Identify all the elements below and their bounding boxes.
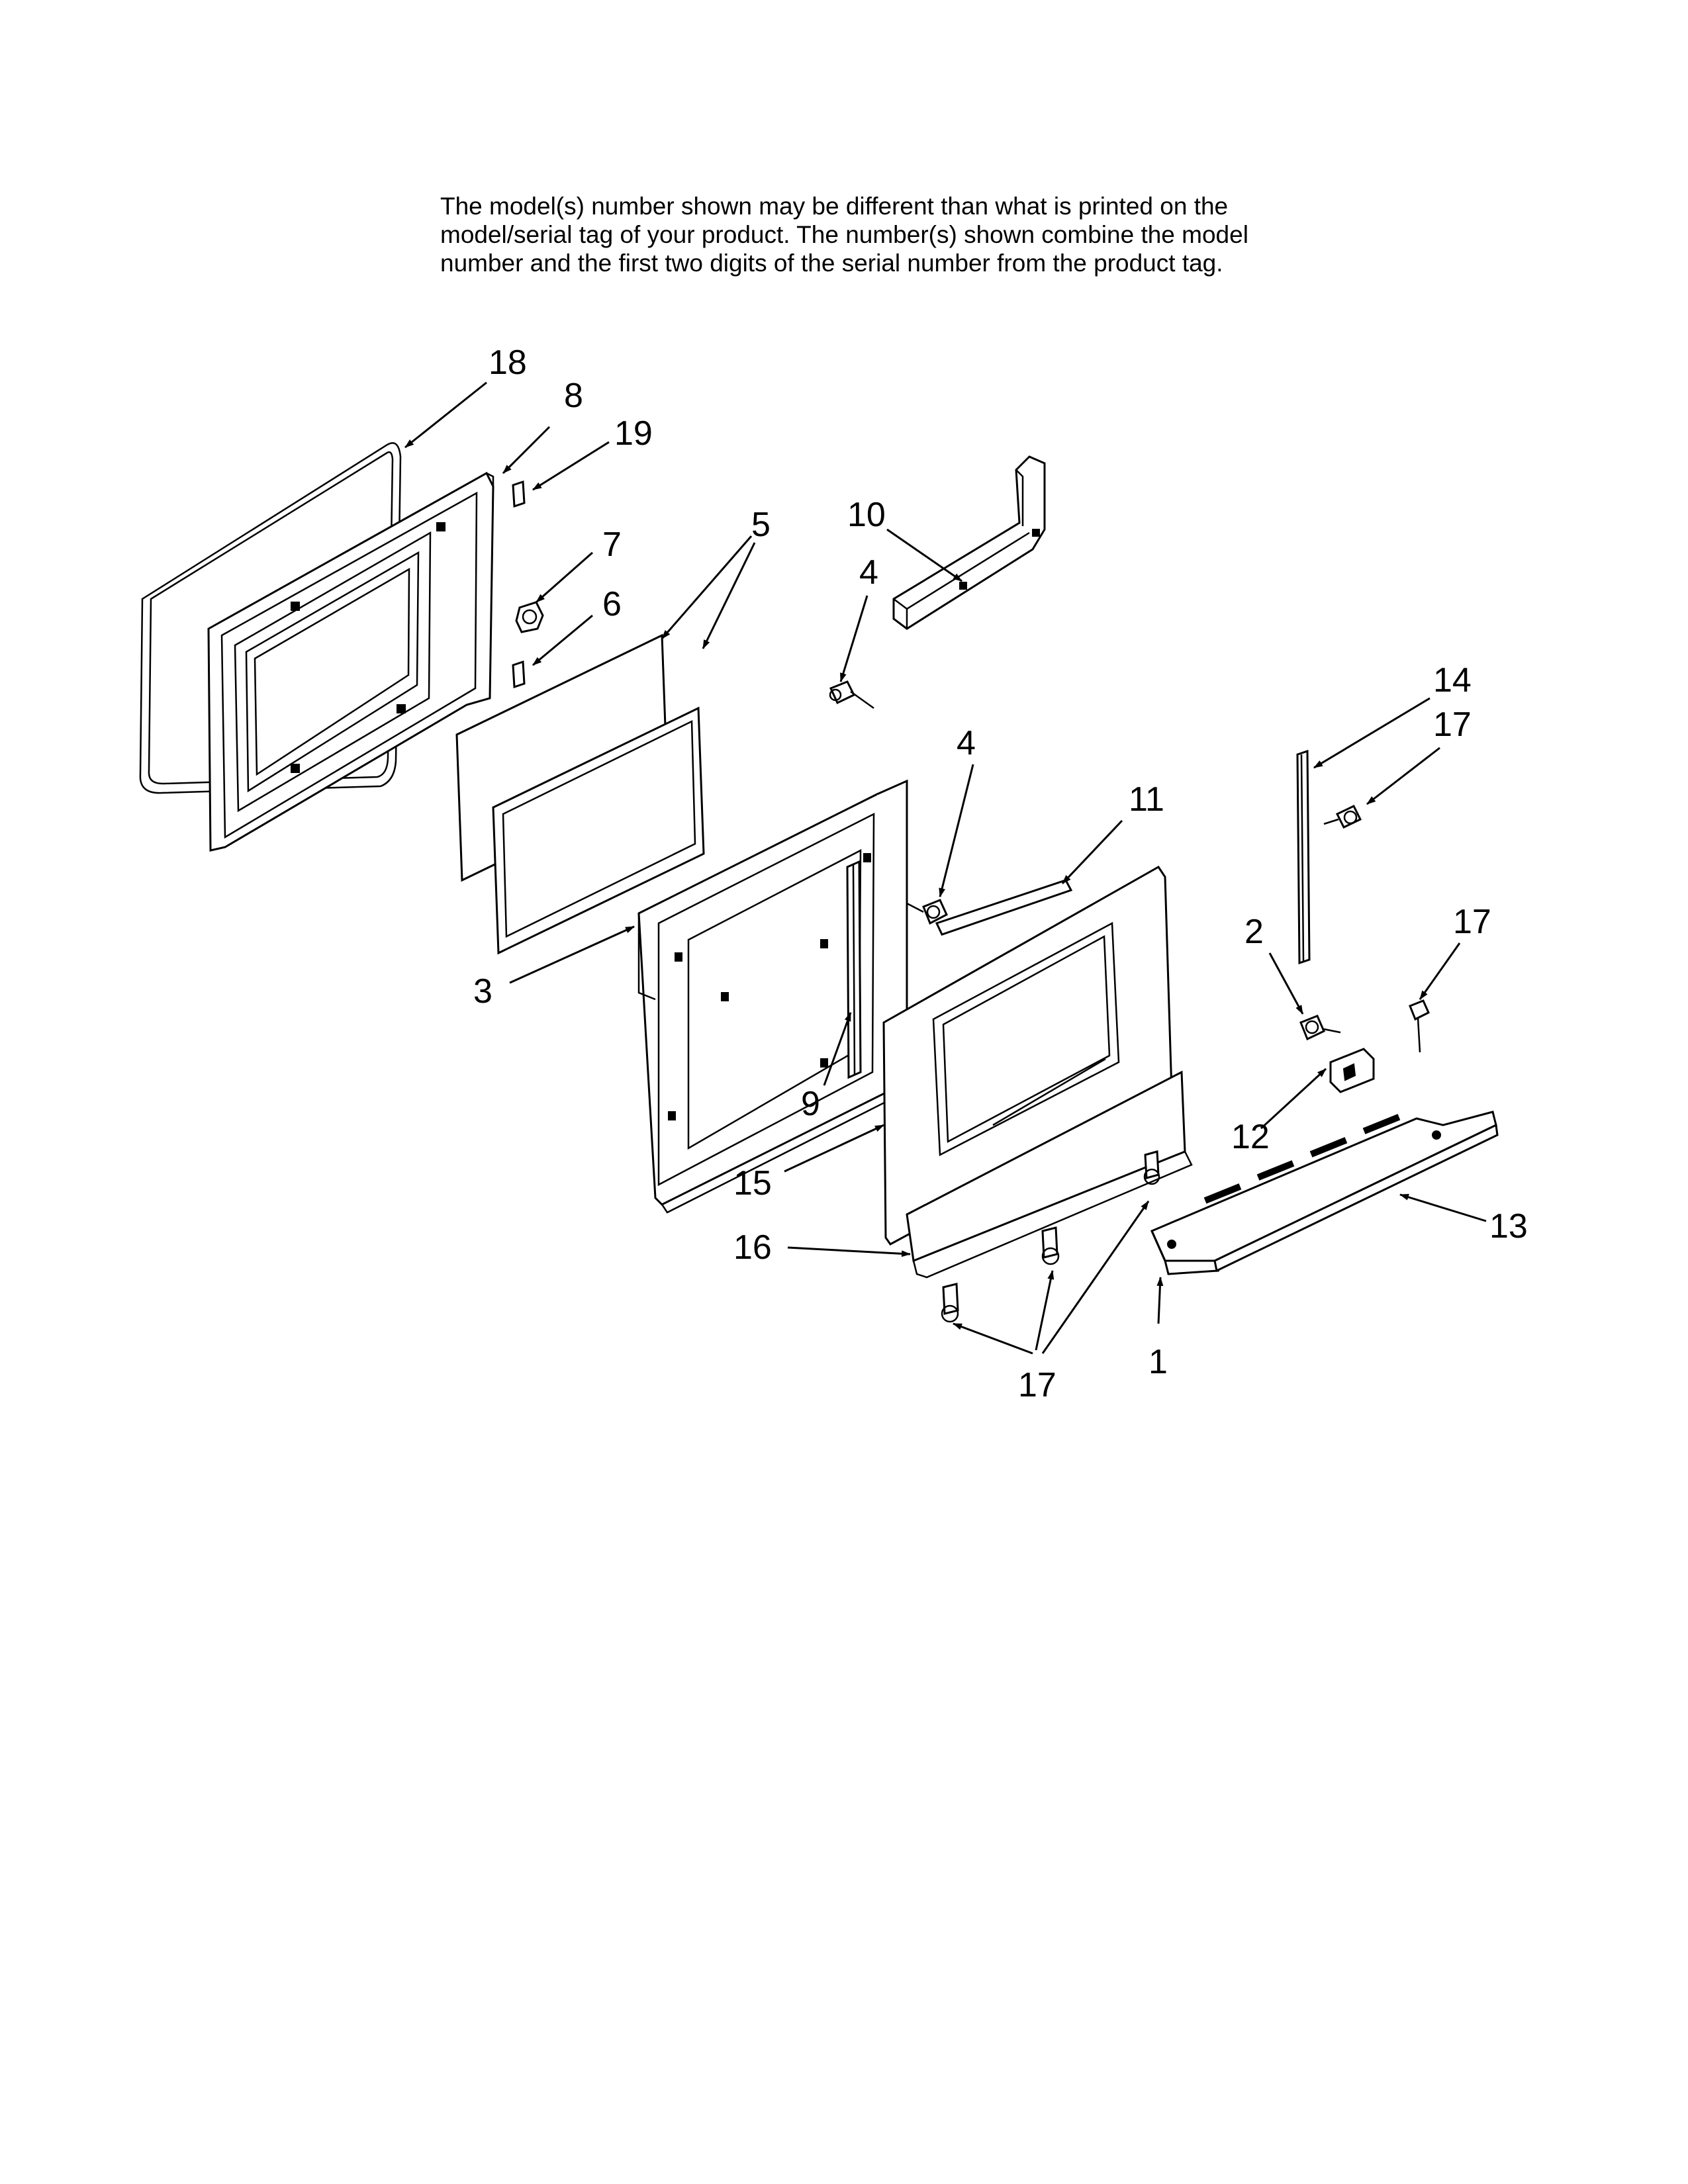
part-17-screws	[941, 805, 1430, 1323]
part-5-window-glass	[455, 633, 705, 955]
callout-6: 6	[602, 585, 622, 623]
note-line-3: number and the first two digits of the s…	[440, 250, 1223, 277]
part-8-inner-door-liner	[207, 471, 494, 852]
callout-3: 3	[473, 972, 492, 1011]
leader-lines	[404, 381, 1487, 1355]
part-11-insulation-strip	[935, 879, 1073, 936]
part-3-door-frame	[637, 779, 908, 1214]
callout-14: 14	[1433, 661, 1472, 700]
model-number-note: The model(s) number shown may be differe…	[440, 192, 1433, 277]
part-4-screw-upper	[829, 680, 874, 709]
callout-15: 15	[733, 1164, 772, 1203]
callout-17-bottom: 17	[1018, 1366, 1056, 1404]
callout-17-right: 17	[1453, 903, 1491, 941]
callout-8: 8	[564, 377, 583, 415]
callout-19: 19	[614, 414, 653, 453]
part-18-door-gasket	[139, 442, 402, 794]
note-line-1: The model(s) number shown may be differe…	[440, 193, 1229, 220]
part-6-clip	[512, 660, 526, 689]
part-2-hinge-screw	[1299, 1015, 1341, 1041]
callout-9: 9	[801, 1085, 820, 1123]
callout-4-upper: 4	[859, 553, 878, 592]
callout-1: 1	[1149, 1343, 1168, 1381]
part-19-clip	[512, 480, 526, 508]
note-line-2: model/serial tag of your product. The nu…	[440, 221, 1248, 248]
part-9-side-trim	[846, 860, 862, 1079]
part-4-screw-lower	[906, 899, 948, 925]
callout-10: 10	[847, 496, 886, 534]
callout-11: 11	[1129, 780, 1164, 819]
part-13-vent-channel	[1150, 1111, 1499, 1275]
callout-16: 16	[733, 1228, 772, 1267]
part-7-bumper	[515, 601, 544, 633]
callout-17-upper: 17	[1433, 705, 1472, 744]
callout-2: 2	[1244, 913, 1264, 951]
callout-5: 5	[751, 506, 771, 544]
callout-numbers: 18 8 19 7 6 5 10 4 4 14 17 11 2 17 3 9 1…	[473, 343, 1528, 1404]
callout-13: 13	[1489, 1207, 1528, 1246]
callout-18: 18	[489, 343, 527, 382]
callout-12: 12	[1231, 1118, 1270, 1156]
callout-4-lower: 4	[957, 724, 976, 762]
part-14-side-bracket	[1296, 749, 1311, 965]
part-12-hinge-receiver	[1329, 1048, 1375, 1093]
part-10-vent-baffle	[892, 455, 1046, 630]
callout-7: 7	[602, 525, 622, 564]
part-16-bottom-trim	[906, 1070, 1193, 1279]
